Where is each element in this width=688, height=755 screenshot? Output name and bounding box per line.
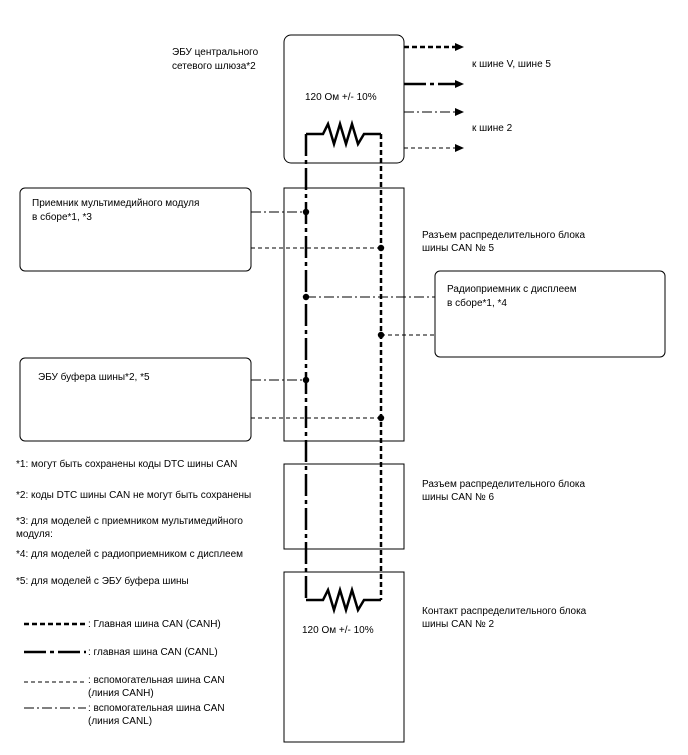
resistor-top-label: 120 Ом +/- 10%: [305, 92, 377, 103]
legend-canh-sub-label: : вспомогательная шина CAN: [88, 675, 225, 686]
legend-canh-main-label: : Главная шина CAN (CANH): [88, 619, 221, 630]
arrowhead: [455, 144, 464, 152]
junction-block-2-box: [283, 571, 405, 743]
junction-block-2-label: шины CAN № 2: [422, 619, 494, 630]
bus-2-label: к шине 2: [472, 123, 513, 134]
junction-dot: [377, 331, 385, 339]
bus-buffer-label: ЭБУ буфера шины*2, *5: [38, 371, 150, 383]
legend-canl-main-label: : главная шина CAN (CANL): [88, 647, 218, 658]
junction-dot: [302, 293, 310, 301]
resistor-bottom-label: 120 Ом +/- 10%: [302, 625, 374, 636]
bus-buffer-ecu-box: [19, 357, 252, 442]
gateway-label: сетевого шлюза*2: [172, 61, 256, 72]
legend-canl-sub-label: : вспомогательная шина CAN: [88, 703, 225, 714]
footnote: модуля:: [16, 529, 53, 540]
gateway-label: ЭБУ центрального: [172, 47, 259, 58]
legend-canh-sub-label: (линия CANH): [88, 688, 154, 699]
radio-display-box: [434, 270, 666, 358]
multimedia-receiver-box: [19, 187, 252, 272]
arrowhead: [455, 108, 464, 116]
radio-label: в сборе*1, *4: [447, 297, 507, 309]
footnote: *2: коды DTC шины CAN не могут быть сохр…: [16, 489, 251, 501]
junction-block-6-box: [283, 463, 405, 550]
arrowhead: [455, 43, 464, 51]
resistor-top: [306, 119, 381, 149]
footnote: *4: для моделей с радиоприемником с дисп…: [16, 549, 243, 560]
junction-block-6-label: шины CAN № 6: [422, 492, 494, 503]
junction-block-5-box: [283, 187, 405, 442]
gateway-ecu-box: [283, 34, 405, 164]
junction-block-2-label: Контакт распределительного блока: [422, 605, 587, 617]
junction-dot: [377, 244, 385, 252]
resistor-bottom: [306, 585, 381, 615]
footnote: *5: для моделей с ЭБУ буфера шины: [16, 575, 189, 587]
junction-dot: [377, 414, 385, 422]
footnote: *1: могут быть сохранены коды DTC шины C…: [16, 458, 237, 470]
junction-block-6-label: Разъем распределительного блока: [422, 478, 586, 490]
multimedia-label: Приемник мультимедийного модуля: [32, 198, 199, 209]
arrowhead: [455, 80, 464, 88]
junction-dot: [302, 376, 310, 384]
radio-label: Радиоприемник с дисплеем: [447, 284, 577, 295]
legend-canl-sub-label: (линия CANL): [88, 716, 152, 727]
junction-block-5-label: шины CAN № 5: [422, 243, 494, 254]
multimedia-label: в сборе*1, *3: [32, 211, 92, 223]
junction-dot: [302, 208, 310, 216]
bus-v-label: к шине V, шине 5: [472, 59, 551, 70]
junction-block-5-label: Разъем распределительного блока: [422, 229, 586, 241]
footnote: *3: для моделей с приемником мультимедий…: [16, 516, 243, 527]
